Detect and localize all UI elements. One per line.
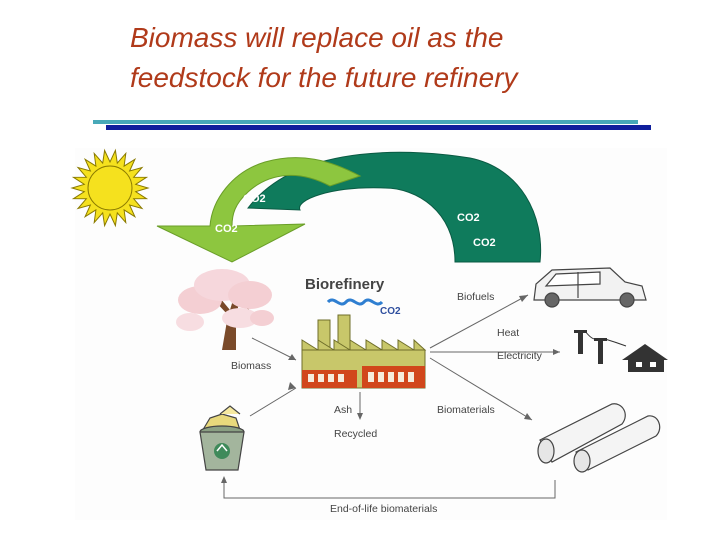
biofuels-label: Biofuels [457, 291, 494, 303]
co2-arc-label-1: CO2 [243, 193, 266, 205]
biorefinery-co2-label: CO2 [380, 306, 401, 317]
arrow-tree-to-factory [251, 337, 297, 361]
slide-title: Biomass will replace oil as the feedstoc… [130, 18, 690, 98]
ash-label: Ash [334, 404, 352, 416]
house-icon [622, 344, 668, 372]
van-icon [533, 267, 647, 308]
heat-label: Heat [497, 327, 519, 339]
co2-arc-label-3: CO2 [457, 212, 480, 224]
sun-icon [70, 148, 150, 228]
arrowhead-1 [288, 354, 296, 360]
pollution-wave-icon [326, 298, 384, 306]
end-of-life-label: End-of-life biomaterials [330, 503, 437, 515]
co2-arc-label-2: CO2 [215, 223, 238, 235]
co2-arc-light [156, 157, 362, 263]
factory-icon [301, 314, 427, 389]
arrowhead-3 [519, 295, 528, 302]
title-rule-navy [106, 125, 651, 130]
arrowhead-7 [221, 476, 227, 483]
material-rolls-icon [537, 403, 661, 473]
arrowhead-4 [553, 349, 560, 355]
diagram-panel [75, 148, 667, 520]
recycling-bin-icon [199, 405, 245, 471]
power-line-icon [574, 330, 627, 364]
arrow-bin-to-factory [249, 387, 297, 417]
slide-title-line-1: Biomass will replace oil as the [130, 22, 504, 53]
biorefinery-label: Biorefinery [305, 276, 385, 293]
electricity-label: Electricity [497, 350, 543, 362]
flow-arrows [223, 294, 560, 499]
arrow-to-biofuels [429, 294, 529, 349]
title-rule-teal [93, 120, 638, 124]
arrowhead-2 [288, 382, 296, 390]
biomaterials-label: Biomaterials [437, 404, 495, 416]
slide-title-line-2: feedstock for the future refinery [130, 62, 518, 93]
recycled-label: Recycled [334, 428, 377, 440]
arrow-end-of-life [223, 478, 556, 499]
tree-icon [176, 269, 274, 350]
co2-arc-label-4: CO2 [473, 237, 496, 249]
biomass-label: Biomass [231, 360, 271, 372]
arrowhead-6 [357, 413, 363, 420]
arrowhead-5 [524, 413, 532, 420]
arrow-to-biomaterials [429, 357, 533, 421]
